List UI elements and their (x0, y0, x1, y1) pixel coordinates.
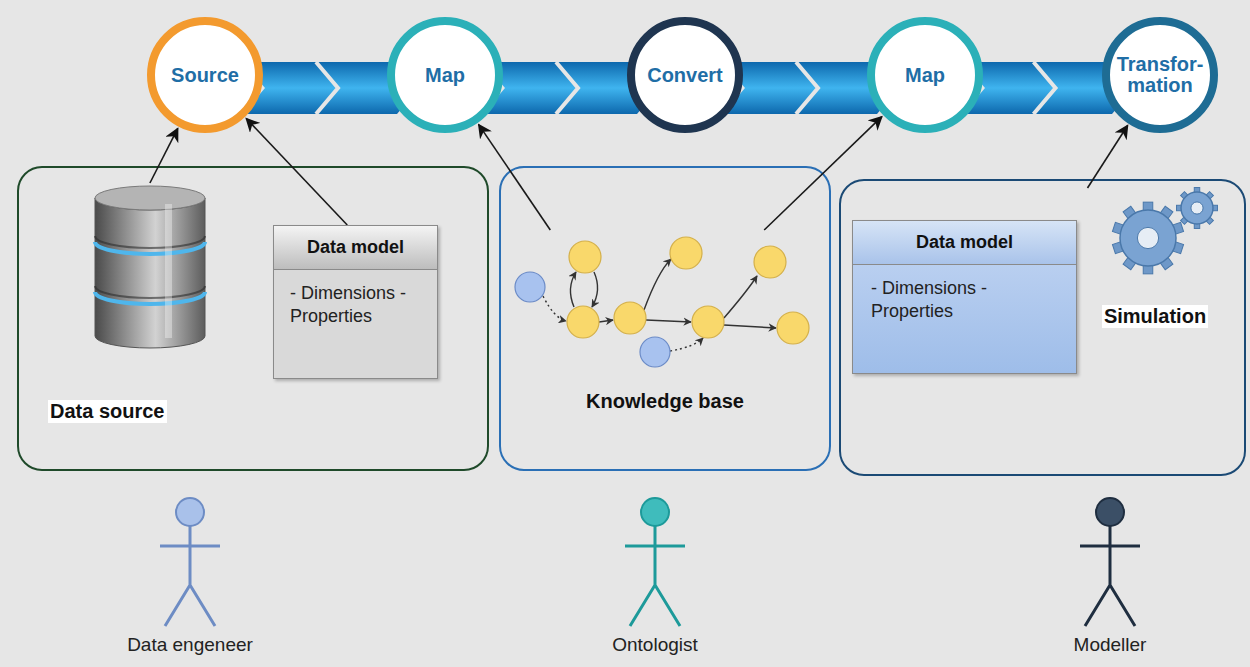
step-label: Source (156, 65, 254, 86)
role-label: Data engeneer (127, 634, 253, 656)
database-icon (95, 186, 205, 348)
person-figure (160, 498, 220, 626)
flow-arrow (764, 117, 882, 230)
pipeline-band (243, 62, 419, 114)
chevron-accent (1034, 62, 1056, 114)
knowledge-graph (515, 237, 809, 367)
flow-arrow (1088, 126, 1128, 189)
process-circle: Transfor- mation (1102, 17, 1218, 133)
data-model-box: Data model- Dimensions - Properties (852, 220, 1077, 374)
chevron-accent (316, 62, 338, 114)
icon-node: Knowledge base (510, 230, 820, 425)
icon-label: Data source (48, 400, 167, 423)
box-heading: Data model (853, 221, 1076, 265)
box-heading: Data model (274, 226, 437, 270)
person-figure (1080, 498, 1140, 626)
flow-arrow (246, 119, 347, 225)
flow-arrow (479, 125, 551, 230)
icon-node: Data source (38, 183, 243, 433)
panel (18, 167, 488, 470)
icon-label: Simulation (1102, 305, 1208, 328)
pipeline-band (483, 62, 659, 114)
step-label: Convert (636, 65, 734, 86)
process-circle: Map (387, 17, 503, 133)
step-label: Map (396, 65, 494, 86)
role-label: Ontologist (612, 634, 698, 656)
box-body: - Dimensions - Properties (274, 270, 437, 378)
process-circle: Source (147, 17, 263, 133)
box-body: - Dimensions - Properties (853, 265, 1076, 373)
pipeline-band (963, 62, 1134, 114)
step-label: Map (876, 65, 974, 86)
process-circle: Convert (627, 17, 743, 133)
gears-icon (1112, 188, 1217, 274)
step-label: Transfor- mation (1111, 54, 1209, 96)
process-circle: Map (867, 17, 983, 133)
flow-arrow (150, 128, 178, 183)
role-label: Modeller (1074, 634, 1147, 656)
chevron-accent (796, 62, 818, 114)
data-model-box: Data model- Dimensions - Properties (273, 225, 438, 379)
person-figure (625, 498, 685, 626)
panel (500, 167, 830, 470)
icon-node: Simulation (1080, 188, 1230, 338)
panel (840, 180, 1245, 475)
chevron-accent (556, 62, 578, 114)
pipeline-band (723, 62, 899, 114)
icon-label: Knowledge base (584, 390, 746, 413)
